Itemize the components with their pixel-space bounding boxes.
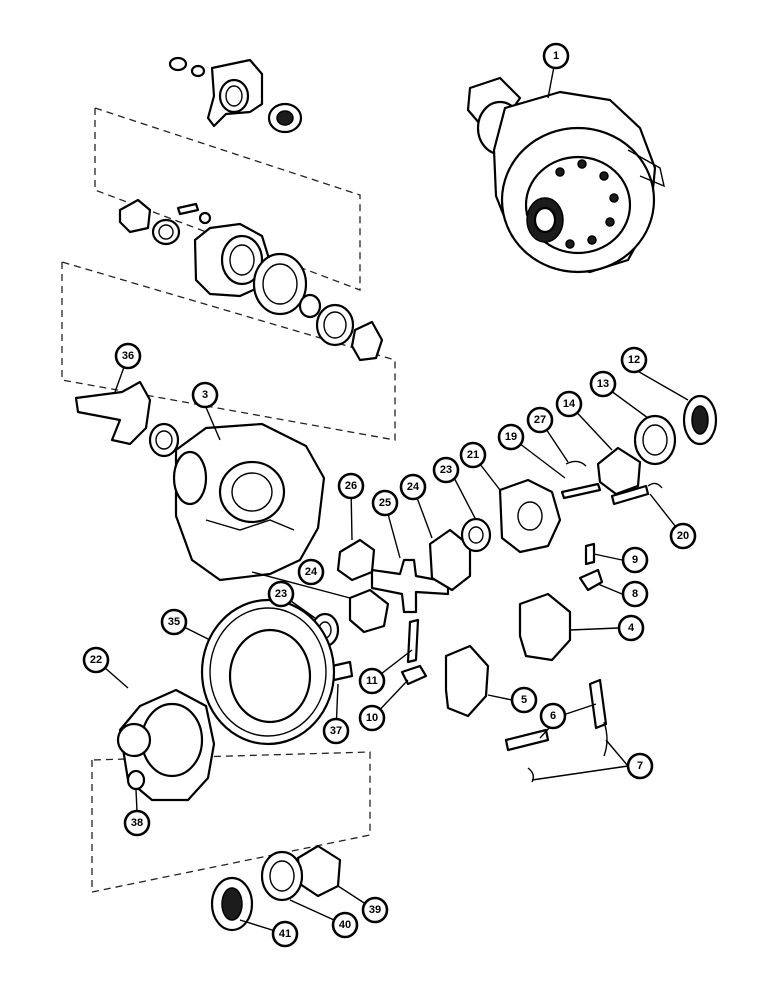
svg-text:38: 38: [131, 817, 143, 829]
svg-text:1: 1: [553, 50, 559, 62]
dashed-outline-pinion-group: [61, 261, 396, 441]
callout-8: 8: [621, 580, 649, 608]
svg-text:8: 8: [632, 588, 638, 600]
callout-7: 7: [626, 752, 654, 780]
svg-text:27: 27: [534, 414, 546, 426]
callout-1: 1: [542, 42, 570, 70]
svg-text:21: 21: [467, 449, 479, 461]
callout-14: 14: [555, 390, 583, 418]
callout-41: 41: [271, 920, 299, 948]
callout-26: 26: [337, 472, 365, 500]
svg-text:4: 4: [628, 622, 635, 634]
svg-text:10: 10: [366, 712, 378, 724]
svg-text:19: 19: [505, 431, 517, 443]
callout-25: 25: [371, 489, 399, 517]
side-bearings: [596, 394, 718, 496]
callout-21: 21: [459, 441, 487, 469]
pinion-gear: [74, 380, 180, 458]
svg-text:36: 36: [122, 350, 134, 362]
fasteners: [330, 460, 663, 783]
svg-text:5: 5: [521, 694, 527, 706]
callout-10: 10: [358, 704, 386, 732]
carrier-housing: [172, 422, 326, 582]
svg-text:23: 23: [440, 464, 452, 476]
svg-text:7: 7: [637, 760, 643, 772]
differential-case: [116, 688, 216, 802]
drive-yoke: [168, 56, 303, 134]
callout-27: 27: [526, 406, 554, 434]
callout-9: 9: [621, 546, 649, 574]
callout-38: 38: [123, 809, 151, 837]
callout-22: 22: [82, 646, 110, 674]
svg-text:11: 11: [366, 675, 378, 687]
callout-5: 5: [510, 686, 538, 714]
svg-text:40: 40: [339, 919, 351, 931]
callout-37: 37: [322, 717, 350, 745]
callout-13: 13: [589, 370, 617, 398]
callout-23-lower: 23: [267, 580, 295, 608]
callout-4: 4: [617, 614, 645, 642]
pinion-cage-parts: [118, 198, 384, 362]
callout-20: 20: [669, 522, 697, 550]
svg-text:3: 3: [202, 389, 208, 401]
svg-text:9: 9: [632, 554, 638, 566]
callout-23-upper: 23: [432, 456, 460, 484]
callout-11: 11: [358, 667, 386, 695]
svg-text:41: 41: [279, 928, 291, 940]
svg-text:22: 22: [90, 654, 102, 666]
callout-36: 36: [114, 342, 142, 370]
svg-text:24: 24: [305, 566, 318, 578]
svg-text:23: 23: [275, 588, 287, 600]
callout-39: 39: [361, 896, 389, 924]
callout-19: 19: [497, 423, 525, 451]
callout-12: 12: [620, 346, 648, 374]
svg-text:14: 14: [563, 398, 576, 410]
bottom-bearings: [210, 844, 342, 932]
svg-text:24: 24: [407, 481, 420, 493]
svg-text:20: 20: [677, 530, 689, 542]
dashed-outline-yoke-group: [94, 107, 361, 291]
svg-text:13: 13: [597, 378, 609, 390]
bearing-caps: [444, 592, 572, 718]
svg-text:6: 6: [550, 710, 556, 722]
callout-3: 3: [191, 381, 219, 409]
callout-24-lower: 24: [297, 558, 325, 586]
dashed-group-outlines: [61, 107, 396, 893]
svg-text:39: 39: [369, 904, 381, 916]
callout-40: 40: [331, 911, 359, 939]
assembled-differential: [466, 76, 665, 274]
callouts: 1 3 4 5 6 7 8 9 10 11 12 13 14 19 20 21 …: [82, 42, 697, 948]
svg-text:37: 37: [330, 725, 342, 737]
callout-24-upper: 24: [399, 473, 427, 501]
ring-gear: [200, 598, 336, 746]
dashed-outline-carrier-group: [91, 751, 371, 893]
callout-35: 35: [160, 608, 188, 636]
svg-text:12: 12: [628, 354, 640, 366]
svg-text:35: 35: [168, 616, 180, 628]
svg-text:25: 25: [379, 497, 391, 509]
callout-6: 6: [539, 702, 567, 730]
svg-text:26: 26: [345, 480, 357, 492]
